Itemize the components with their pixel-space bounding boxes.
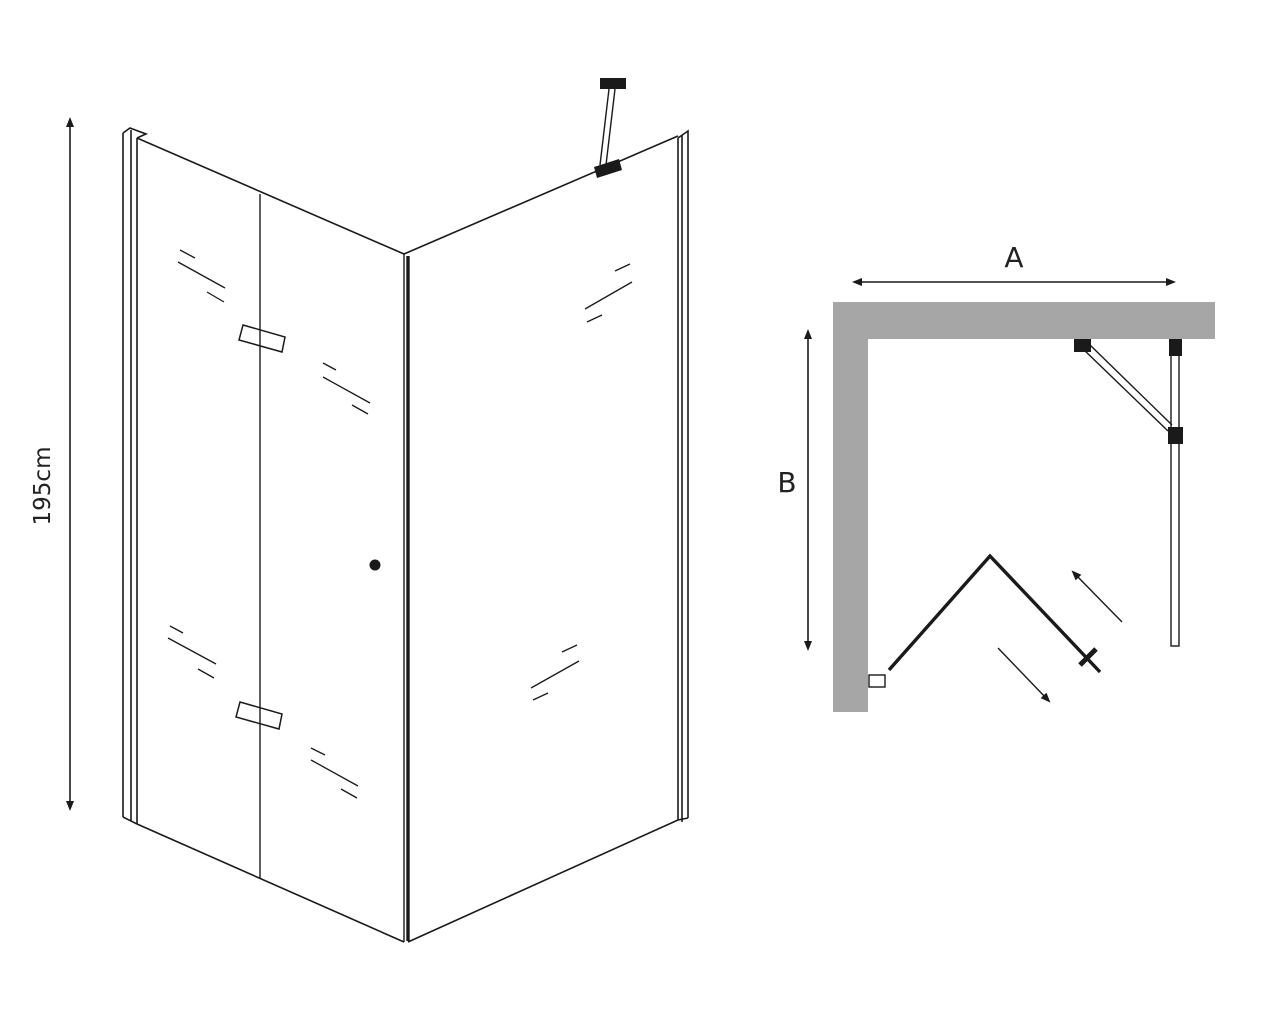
plan-panel-wall-bracket [1169, 339, 1182, 356]
door-open-arrow [997, 647, 1051, 703]
glass-reflections-left [167, 249, 371, 799]
plan-folding-door [887, 553, 1102, 674]
width-dimension-label: A [1004, 241, 1023, 274]
left-wall-profile [122, 127, 149, 825]
glass-reflections-right [530, 263, 633, 701]
back-wall [833, 302, 1215, 339]
plan-view [804, 278, 1215, 712]
stabilizer-bar [594, 78, 626, 178]
height-dimension-label: 195cm [30, 447, 56, 526]
fixed-side-panel [403, 135, 679, 943]
right-wall-profile [677, 129, 689, 822]
door-close-arrow [1071, 570, 1123, 623]
plan-stabilizer-wall-mount [1074, 339, 1091, 352]
plan-fixed-panel [1168, 339, 1183, 647]
side-wall [833, 302, 868, 712]
corner-post [403, 254, 410, 942]
folding-door-panel [136, 137, 405, 943]
depth-dimension-label: B [777, 466, 796, 499]
perspective-view [66, 78, 689, 943]
stabilizer-ceiling-mount [600, 78, 626, 89]
upper-hinge [238, 324, 286, 353]
stabilizer-glass-clamp [594, 159, 622, 178]
plan-door-handle [1078, 647, 1098, 667]
plan-door-wall-profile [868, 674, 886, 688]
door-knob [369, 559, 381, 571]
plan-panel-clamp [1168, 427, 1183, 444]
lower-hinge [235, 701, 283, 730]
plan-stabilizer-bar [1081, 343, 1173, 432]
